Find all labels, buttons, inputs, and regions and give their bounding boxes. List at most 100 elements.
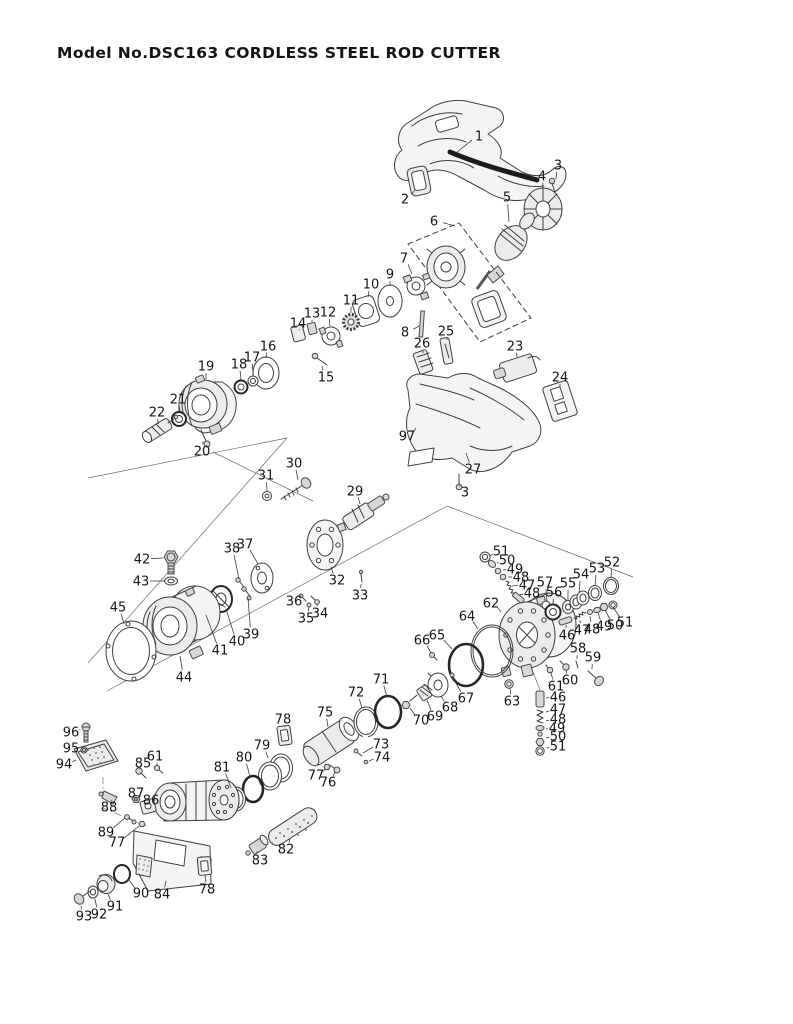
leader-line [442, 222, 456, 227]
part-label-76: 76 [320, 776, 337, 791]
part-label-67: 67 [458, 692, 475, 707]
part-label-83: 83 [252, 854, 269, 869]
part-label-51: 51 [550, 740, 567, 755]
part-label-5: 5 [503, 191, 511, 206]
leader-line [265, 352, 267, 359]
leader-line [509, 687, 512, 695]
part-90-o-ring [113, 864, 131, 884]
leader-line [233, 554, 240, 580]
leader-line [413, 427, 417, 432]
part-22-coupler [141, 414, 179, 444]
part-label-3: 3 [554, 159, 562, 174]
part-16-washer [252, 356, 280, 390]
part-88-cone [98, 790, 118, 805]
part-label-41: 41 [212, 644, 229, 659]
part-label-50: 50 [499, 554, 516, 569]
part-label-95: 95 [63, 742, 80, 757]
part-label-14: 14 [290, 317, 307, 332]
part-label-53: 53 [589, 562, 606, 577]
leader-line [545, 710, 550, 713]
part-label-31: 31 [258, 469, 275, 484]
part-17-ring [247, 375, 259, 387]
construction-lines [87, 437, 634, 827]
part-84-pump-bracket [132, 830, 212, 892]
leader-line [452, 677, 462, 693]
part-label-94: 94 [56, 758, 73, 773]
leader-line [72, 759, 77, 763]
leader-line [164, 880, 167, 888]
leader-line [455, 139, 473, 154]
part-29-spindle [342, 493, 390, 531]
part-12-flange [318, 326, 344, 349]
part-3-screw-lower [455, 473, 463, 491]
part-label-19: 19 [198, 360, 215, 375]
part-80-o-ring [241, 774, 265, 804]
part-19-gear-housing [178, 374, 237, 435]
part-label-38: 38 [224, 542, 241, 557]
part-label-24: 24 [552, 371, 569, 386]
leader-line [594, 574, 597, 587]
part-73-74-screws [353, 748, 369, 765]
part-label-46: 46 [559, 629, 576, 644]
part-43-washer [164, 576, 178, 586]
part-label-90: 90 [133, 887, 150, 902]
part-label-81: 81 [214, 761, 231, 776]
leader-line [107, 893, 111, 901]
leader-line [546, 746, 550, 749]
leader-line [225, 773, 232, 789]
part-18-bearing [233, 379, 249, 395]
part-label-75: 75 [317, 706, 334, 721]
part-label-48: 48 [513, 571, 530, 586]
page-title: Model No.DSC163 CORDLESS STEEL ROD CUTTE… [57, 44, 501, 62]
leader-line [362, 746, 374, 754]
part-label-45: 45 [110, 601, 127, 616]
part-25-terminal-plate [439, 337, 454, 365]
leader-line [545, 588, 548, 603]
part-33-pin [358, 569, 364, 583]
part-label-51: 51 [493, 545, 510, 560]
leader-line [323, 768, 326, 772]
leader-line [496, 561, 499, 564]
part-label-50: 50 [607, 619, 624, 634]
part-label-10: 10 [363, 278, 380, 293]
part-label-13: 13 [304, 307, 321, 322]
leader-line [204, 874, 207, 883]
part-32-spindle-flange [306, 519, 347, 571]
part-label-85: 85 [135, 757, 152, 772]
part-44-crank-housing [142, 585, 221, 660]
part-37-bearing-plate [250, 562, 274, 594]
part-label-39: 39 [243, 628, 260, 643]
part-label-27: 27 [465, 463, 482, 478]
part-75-cylinder [302, 716, 360, 767]
part-label-65: 65 [429, 629, 446, 644]
leader-line [545, 736, 550, 739]
part-8-pin [418, 310, 425, 338]
part-label-44: 44 [176, 671, 193, 686]
part-label-34: 34 [312, 607, 329, 622]
leader-line [589, 615, 592, 623]
part-42-bolt [163, 550, 179, 575]
part-label-29: 29 [347, 485, 364, 500]
leader-line [288, 837, 291, 843]
part-label-52: 52 [604, 556, 621, 571]
part-label-9: 9 [386, 268, 394, 283]
part-70-bolt [401, 694, 418, 709]
part-label-18: 18 [231, 358, 248, 373]
part-58-59-60-61-fasteners [545, 660, 604, 687]
part-labels-layer: 1234567891011121314151617181920212223242… [56, 130, 634, 925]
part-label-96: 96 [63, 726, 80, 741]
part-label-62: 62 [483, 597, 500, 612]
leader-line [110, 800, 113, 802]
part-label-61: 61 [147, 750, 164, 765]
part-label-71: 71 [373, 673, 390, 688]
part-label-47: 47 [519, 579, 536, 594]
leader-line [555, 171, 558, 180]
part-label-78: 78 [275, 713, 292, 728]
part-label-7: 7 [400, 252, 408, 267]
part-label-47: 47 [574, 624, 591, 639]
leader-line [332, 771, 336, 777]
part-label-58: 58 [570, 642, 587, 657]
part-71-o-ring [373, 694, 403, 730]
part-38-39-screws [235, 577, 252, 601]
